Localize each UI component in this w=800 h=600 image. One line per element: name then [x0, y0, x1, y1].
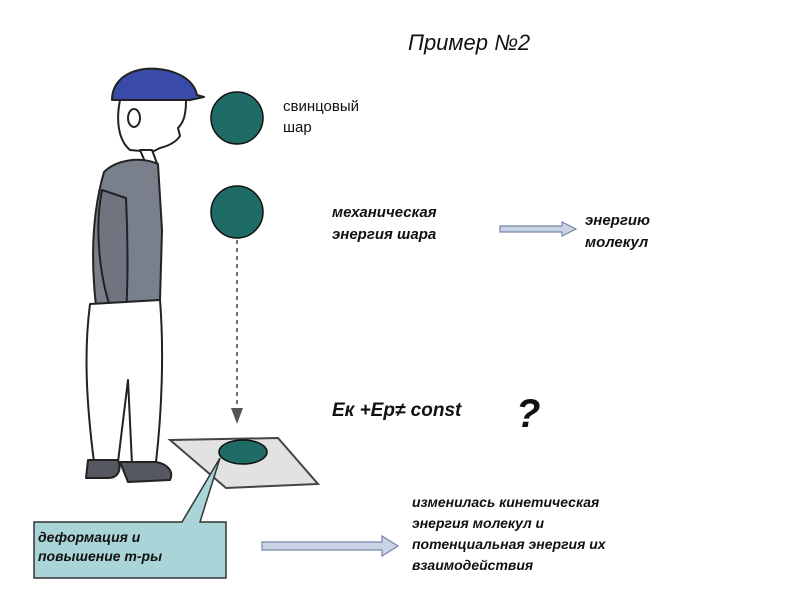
callout-line2: повышение т-ры — [38, 548, 163, 564]
mechanical-energy-label: механическая энергия шара — [332, 202, 437, 246]
callout-bubble — [33, 457, 227, 579]
left-shoe — [85, 459, 121, 479]
ball-top — [210, 91, 264, 145]
callout-line1: деформация и — [38, 529, 141, 545]
question-mark: ? — [516, 392, 541, 436]
arrow-result — [261, 534, 400, 558]
molecule-energy-line2: молекул — [585, 234, 649, 251]
ball-label-line1: свинцовый — [283, 98, 360, 115]
fall-arrowhead — [231, 408, 243, 424]
trousers — [85, 299, 164, 465]
arrow-energy-transfer — [499, 221, 578, 237]
molecule-energy-line1: энергию — [585, 212, 650, 229]
result-line2: энергия молекул и — [412, 515, 545, 531]
molecule-energy-label: энергию молекул — [585, 210, 650, 254]
result-line3: потенциальная энергия их — [412, 536, 606, 552]
boy-figure — [85, 67, 205, 483]
ball-deformed — [218, 439, 268, 465]
result-line4: взаимодействия — [412, 557, 534, 573]
face — [117, 99, 187, 153]
energy-formula: Ек +Ер≠ const — [332, 400, 462, 421]
ball-label-line2: шар — [283, 119, 312, 136]
right-shoe — [119, 461, 173, 483]
callout-text: деформация и повышение т-ры — [38, 528, 162, 566]
result-text: изменилась кинетическая энергия молекул … — [412, 492, 606, 576]
result-line1: изменилась кинетическая — [412, 494, 600, 510]
ball-middle — [210, 185, 264, 239]
mechanical-energy-line1: механическая — [332, 204, 437, 221]
ball-label: свинцовый шар — [283, 96, 359, 138]
mechanical-energy-line2: энергия шара — [332, 226, 437, 243]
cap — [111, 67, 205, 101]
page-title: Пример №2 — [408, 30, 531, 55]
